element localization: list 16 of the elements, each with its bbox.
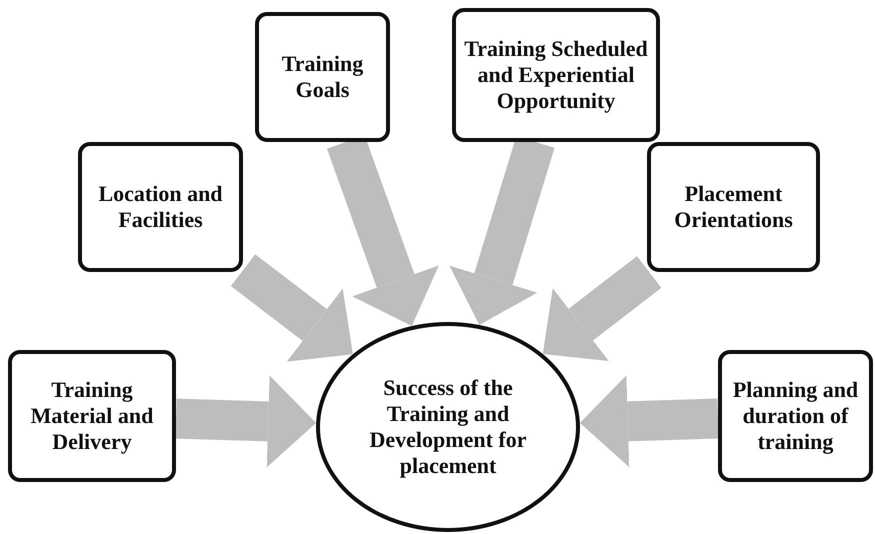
factor-label: Training Material and Delivery [30,377,154,455]
factor-box [78,142,243,272]
factor-box [718,350,873,482]
factor-box [647,142,820,272]
factor-box [452,8,660,142]
factor-label: Placement Orientations [673,181,794,233]
factor-label: Planning and duration of training [732,377,860,455]
factor-box [8,350,176,482]
factor-label: Location and Facilities [97,181,224,233]
factor-label: Training Scheduled and Experiential Opportunity [463,36,649,114]
block-arrow [580,375,719,468]
factor-label: Training Goals [280,51,364,103]
outcome-label: Success of the Training and Development for placement [368,375,528,479]
block-arrow [175,375,316,468]
factor-box [255,12,390,142]
block-arrow [542,256,662,362]
